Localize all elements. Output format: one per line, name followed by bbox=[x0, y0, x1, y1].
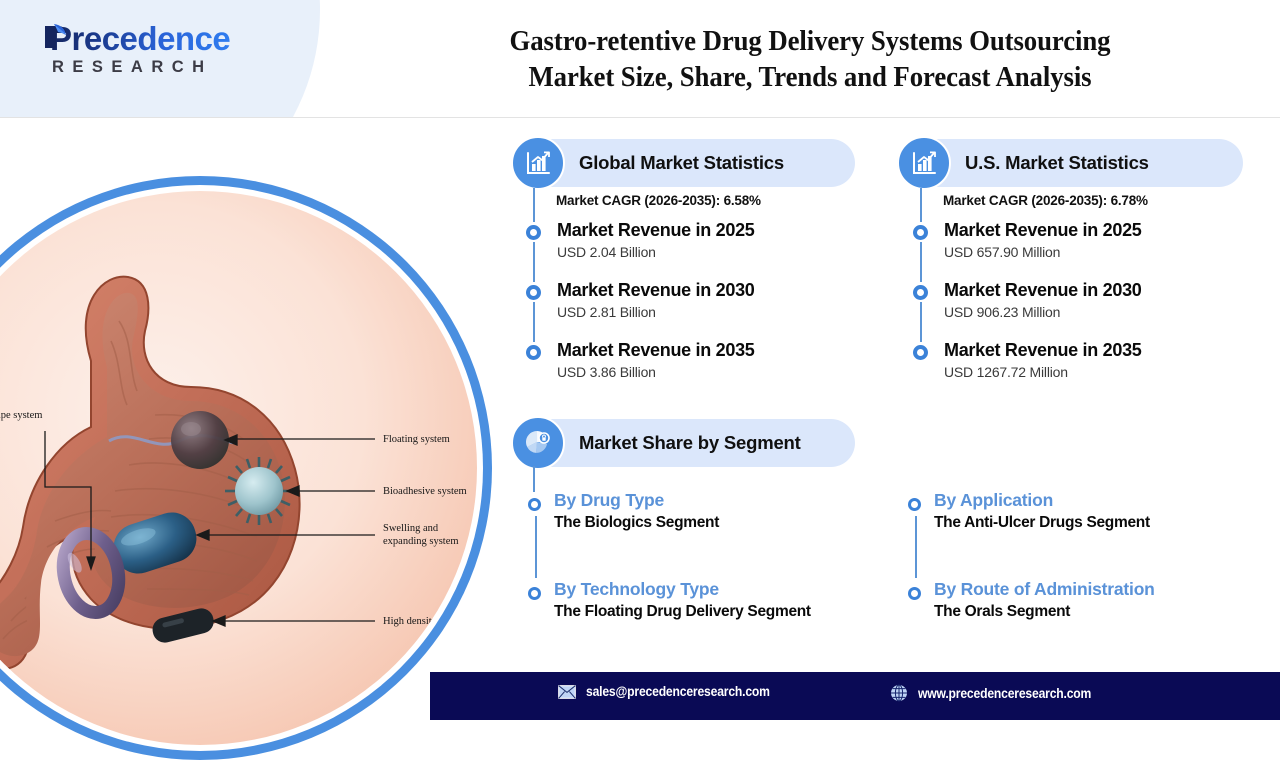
us-stat-label-2025: Market Revenue in 2025 bbox=[944, 220, 1142, 240]
segment-heading-application: By Application bbox=[934, 490, 1054, 510]
segment-bullet bbox=[908, 498, 921, 511]
label-modified-shape-system: Modified shape system bbox=[0, 410, 43, 421]
connector-line bbox=[533, 466, 535, 492]
global-market-statistics-panel-header: Global Market Statistics bbox=[511, 136, 855, 190]
global-market-cagr: Market CAGR (2026-2035): 6.58% bbox=[556, 193, 761, 208]
bar-chart-growth-icon bbox=[897, 136, 951, 190]
stat-bullet bbox=[913, 345, 928, 360]
connector-line bbox=[533, 188, 535, 222]
market-share-by-segment-panel-header: Market Share by Segment bbox=[511, 416, 855, 470]
segment-bullet bbox=[908, 587, 921, 600]
connector-line bbox=[533, 242, 535, 282]
us-stat-value-2025: USD 657.90 Million bbox=[944, 244, 1061, 260]
logo-subtext: RESEARCH bbox=[52, 58, 213, 76]
segment-heading-drug-type: By Drug Type bbox=[554, 490, 665, 510]
globe-icon bbox=[891, 684, 907, 702]
segment-value-route-of-administration: The Orals Segment bbox=[934, 603, 1071, 620]
gastro-retentive-stomach-diagram: Modified shape system Floating system Bi… bbox=[0, 176, 492, 760]
global-stat-value-2030: USD 2.81 Billion bbox=[557, 304, 656, 320]
segment-bullet bbox=[528, 498, 541, 511]
us-stat-value-2035: USD 1267.72 Million bbox=[944, 364, 1068, 380]
footer-email-text: sales@precedenceresearch.com bbox=[586, 684, 770, 699]
stat-bullet bbox=[526, 225, 541, 240]
us-stat-value-2030: USD 906.23 Million bbox=[944, 304, 1061, 320]
logo-wordmark: Precedence bbox=[50, 20, 231, 57]
global-stat-value-2025: USD 2.04 Billion bbox=[557, 244, 656, 260]
connector-line bbox=[535, 516, 537, 578]
global-stat-label-2035: Market Revenue in 2035 bbox=[557, 340, 755, 360]
market-share-by-segment-title: Market Share by Segment bbox=[579, 432, 801, 453]
us-market-statistics-panel-header: U.S. Market Statistics bbox=[897, 136, 1243, 190]
connector-line bbox=[920, 188, 922, 222]
us-stat-label-2030: Market Revenue in 2030 bbox=[944, 280, 1142, 300]
page-footer: sales@precedenceresearch.com www.precede… bbox=[430, 672, 1280, 720]
segment-heading-route-of-administration: By Route of Administration bbox=[934, 579, 1155, 599]
label-high-density-system: High density system bbox=[383, 616, 469, 627]
segment-value-application: The Anti-Ulcer Drugs Segment bbox=[934, 514, 1150, 531]
label-bioadhesive-system: Bioadhesive system bbox=[383, 486, 467, 497]
header-decorative-blob bbox=[0, 0, 320, 118]
stat-bullet bbox=[526, 345, 541, 360]
global-market-statistics-title: Global Market Statistics bbox=[579, 152, 784, 173]
page-title-line1: Gastro-retentive Drug Delivery Systems O… bbox=[509, 26, 1111, 57]
brand-logo[interactable]: Precedence RESEARCH bbox=[28, 22, 278, 77]
connector-line bbox=[533, 302, 535, 342]
illustration-canvas: Modified shape system Floating system Bi… bbox=[0, 191, 477, 745]
stat-bullet bbox=[913, 285, 928, 300]
stomach-anatomy-svg bbox=[0, 275, 375, 671]
pie-chart-search-icon bbox=[511, 416, 565, 470]
header-divider bbox=[0, 117, 1280, 118]
label-swelling-expanding-system: Swelling and expanding system bbox=[383, 523, 459, 548]
segment-value-drug-type: The Biologics Segment bbox=[554, 514, 720, 531]
envelope-icon bbox=[558, 684, 576, 699]
global-stat-label-2025: Market Revenue in 2025 bbox=[557, 220, 755, 240]
connector-line bbox=[920, 302, 922, 342]
page-title-line2: Market Size, Share, Trends and Forecast … bbox=[528, 62, 1092, 94]
connector-line bbox=[920, 242, 922, 282]
us-market-statistics-title: U.S. Market Statistics bbox=[965, 152, 1149, 173]
us-market-cagr: Market CAGR (2026-2035): 6.78% bbox=[943, 193, 1148, 208]
footer-email[interactable]: sales@precedenceresearch.com bbox=[558, 684, 790, 699]
page-title: Gastro-retentive Drug Delivery Systems O… bbox=[396, 24, 1223, 97]
global-stat-label-2030: Market Revenue in 2030 bbox=[557, 280, 755, 300]
connector-line bbox=[915, 516, 917, 578]
segment-heading-technology-type: By Technology Type bbox=[554, 579, 719, 599]
us-stat-label-2035: Market Revenue in 2035 bbox=[944, 340, 1142, 360]
stat-bullet bbox=[913, 225, 928, 240]
label-floating-system: Floating system bbox=[383, 434, 450, 445]
segment-value-technology-type: The Floating Drug Delivery Segment bbox=[554, 603, 811, 620]
precedence-leaf-icon bbox=[45, 24, 66, 48]
stat-bullet bbox=[526, 285, 541, 300]
page-header: Precedence RESEARCH Gastro-retentive Dru… bbox=[0, 0, 1280, 118]
footer-website[interactable]: www.precedenceresearch.com bbox=[890, 684, 1110, 702]
bar-chart-growth-icon bbox=[511, 136, 565, 190]
segment-bullet bbox=[528, 587, 541, 600]
footer-website-text: www.precedenceresearch.com bbox=[918, 685, 1092, 701]
global-stat-value-2035: USD 3.86 Billion bbox=[557, 364, 656, 380]
